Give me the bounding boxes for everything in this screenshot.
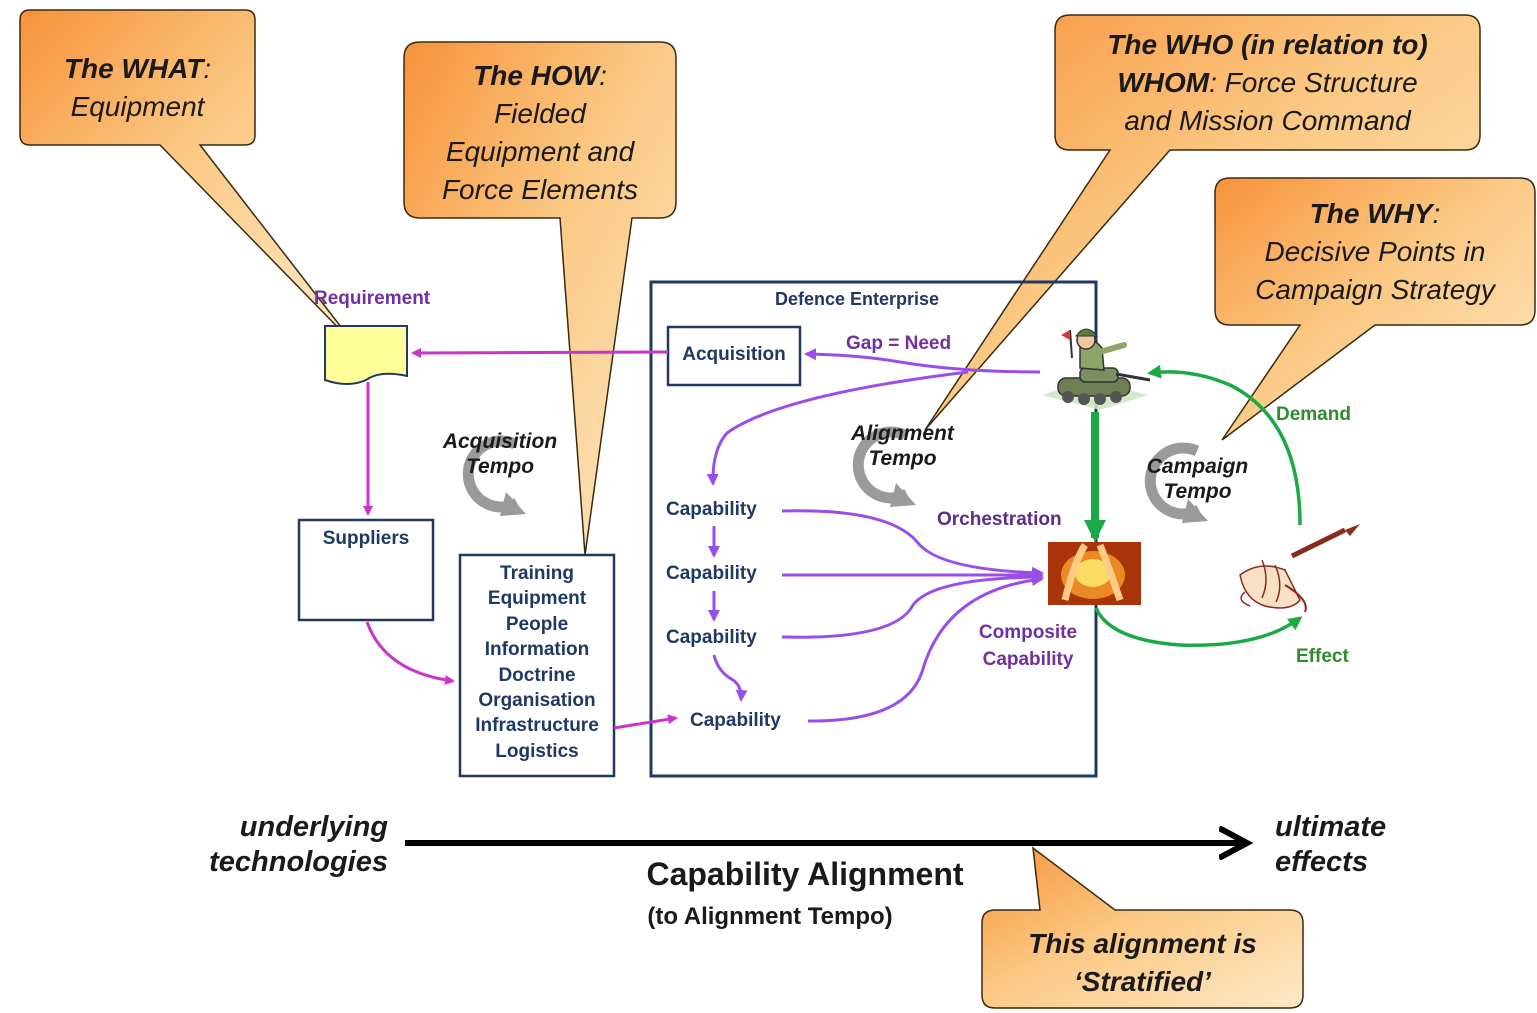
defence-enterprise-label: Defence Enterprise [775,289,940,309]
dlod-box [458,553,616,778]
composite-line-1: Composite [978,622,1078,643]
dlod-infrastructure: Infrastructure [475,715,599,737]
soldier-tank-icon [1042,328,1151,410]
campaign-tempo-label: Campaign Tempo [1130,454,1265,504]
ultimate-line1: ultimate [1275,811,1387,843]
dlod-people: People [505,613,569,635]
suppliers-box [297,518,435,622]
arrow-cap3-to-cap4 [712,654,748,702]
underlying-line2: technologies [209,846,388,879]
acquisition-tempo-label: Acquisition Tempo [430,429,570,479]
capability-alignment-title: Capability Alignment [646,856,964,892]
cycle-arrow-campaign-icon [1144,442,1208,523]
callout-stratified-bubble [981,846,1304,1009]
callout-how-text: The HOW: Fielded Equipment and Force Ele… [404,57,676,209]
composite-capability-label: Composite Capability [962,619,1094,673]
requirement-document [324,325,408,385]
callout-why-text: The WHY: Decisive Points in Campaign Str… [1215,195,1535,309]
callout-how-bubble [403,41,677,556]
who-body-line3: and Mission Command [1124,105,1411,137]
dlod-equipment: Equipment [487,588,587,610]
stratified-line-2: ‘Stratified’ [1074,966,1211,998]
what-title: The WHAT [63,53,204,84]
capability-4: Capability [690,710,781,731]
dlod-list: Training Equipment People Information Do… [460,561,614,764]
how-line-3: Force Elements [441,174,639,206]
capability-1: Capability [666,499,757,520]
alignment-tempo-line1: Alignment [851,422,954,445]
callout-stratified-text: This alignment is ‘Stratified’ [982,925,1303,1001]
capability-2: Capability [666,563,757,584]
why-line-1: Decisive Points in [1264,236,1486,268]
what-colon: : [203,53,212,84]
fire-hands-image [1048,542,1141,605]
dlod-organisation: Organisation [478,690,596,712]
ultimate-line2: effects [1275,846,1368,879]
how-colon: : [599,60,607,91]
capability-alignment-subtitle: (to Alignment Tempo) [647,903,893,930]
campaign-tempo-line1: Campaign [1146,455,1249,478]
callout-who-bubble [924,14,1481,431]
gap-need-label: Gap = Need [846,333,952,354]
underlying-line1: underlying [239,811,388,843]
writing-hand-icon [1239,524,1360,613]
requirement-label: Requirement [314,288,431,309]
callout-why-bubble [1214,177,1536,441]
acquisition-tempo-line2: Tempo [465,455,535,479]
arrow-composite-to-effect [1094,607,1303,648]
who-title-line1: The WHO (in relation to) [1107,29,1428,60]
dlod-information: Information [484,639,590,661]
what-body: Equipment [70,91,205,123]
demand-label: Demand [1276,404,1351,425]
how-line-1: Fielded [494,98,586,130]
dlod-logistics: Logistics [495,740,579,762]
capability-3: Capability [666,627,757,648]
orchestration-label: Orchestration [937,509,1062,530]
acquisition-tempo-line1: Acquisition [442,430,558,453]
arrow-suppliers-to-dlod [365,621,455,685]
callout-what-bubble [19,9,356,346]
arrow-cap3-to-composite [781,571,1044,639]
acquisition-label: Acquisition [682,344,786,365]
underlying-technologies-label: underlying technologies [180,810,388,881]
arrow-cap4-to-composite [807,574,1044,723]
cycle-arrow-acquisition-icon [462,435,526,516]
suppliers-label: Suppliers [322,528,410,549]
dlod-doctrine: Doctrine [498,664,576,686]
campaign-tempo-line2: Tempo [1163,480,1232,504]
arrow-cap1-to-composite [781,509,1044,579]
who-title-line2: WHOM [1117,67,1210,99]
arrow-soldier-to-capability [706,370,969,486]
stratified-line-1: This alignment is [1028,928,1257,959]
why-title: The WHY [1309,198,1433,229]
callout-what-text: The WHAT: Equipment [30,50,245,126]
alignment-tempo-label: Alignment Tempo [835,421,970,471]
how-title: The HOW [473,60,600,91]
cycle-arrow-alignment-icon [852,426,916,507]
arrow-dlod-to-capability [613,714,678,730]
callout-who-text: The WHO (in relation to) WHOM: Force Str… [1055,26,1480,140]
dlod-training: Training [500,563,574,584]
how-line-2: Equipment and [445,136,635,168]
arrow-acquisition-to-requirement [411,347,669,358]
alignment-tempo-line2: Tempo [868,447,937,471]
effect-label: Effect [1296,646,1349,667]
who-body-line2: : Force Structure [1209,67,1418,99]
composite-line-2: Capability [982,649,1074,670]
ultimate-effects-label: ultimate effects [1275,810,1475,881]
why-line-2: Campaign Strategy [1255,274,1495,306]
arrow-effect-to-demand [1147,364,1302,526]
arrow-gap-to-acquisition [804,348,1041,374]
why-colon: : [1432,198,1441,229]
acquisition-box [666,325,802,387]
